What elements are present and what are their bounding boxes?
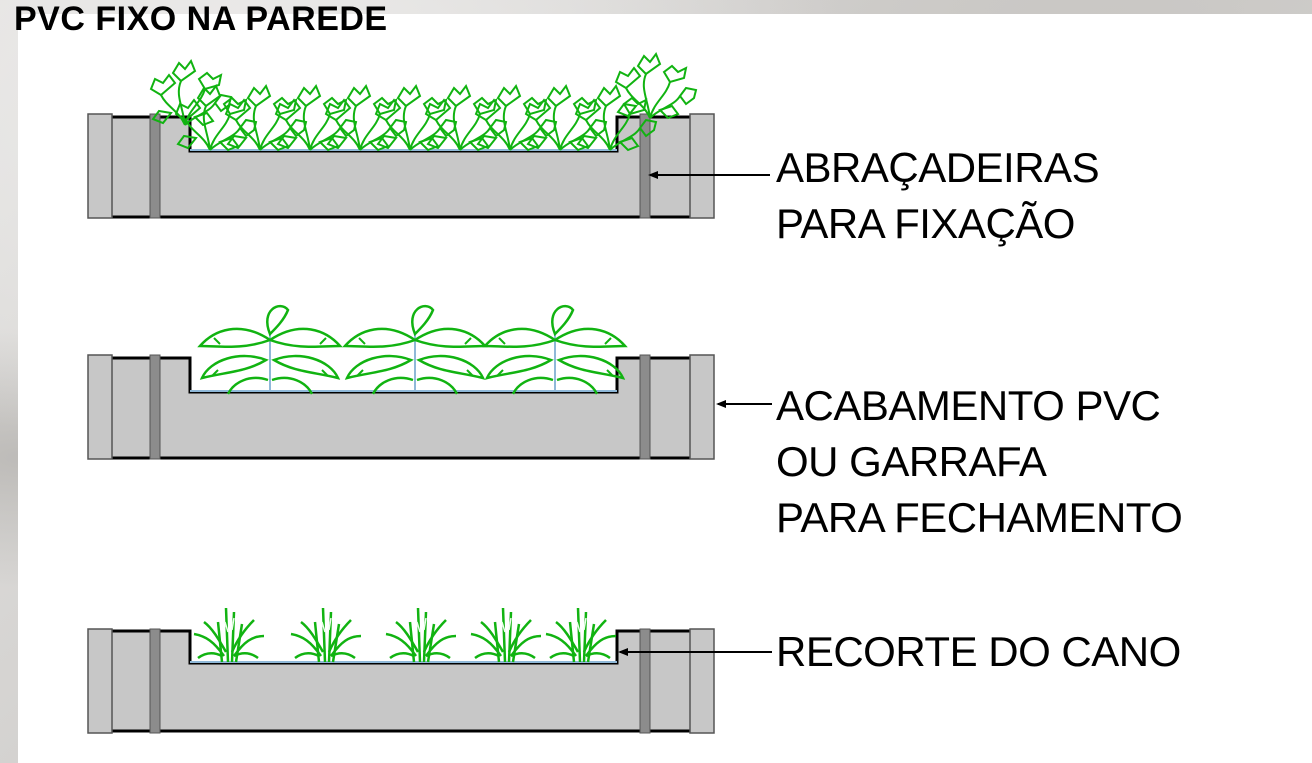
grass-plants [192,606,618,664]
clamp-right [639,628,651,734]
leader-lines [618,171,772,656]
end-cap-left [87,628,113,734]
clamp-right [639,354,651,460]
leader-acabamento [716,400,772,408]
label-abracadeiras: ABRAÇADEIRAS PARA FIXAÇÃO [776,140,1100,252]
broad-leaf-plants [198,304,627,396]
leader-recorte [618,648,772,656]
clamp-right [639,113,651,219]
pipe-body [108,629,694,733]
label-line: ACABAMENTO PVC [776,382,1161,429]
label-line: RECORTE DO CANO [776,628,1181,675]
label-recorte: RECORTE DO CANO [776,624,1181,680]
label-line: ABRAÇADEIRAS [776,144,1100,191]
label-line: PARA FIXAÇÃO [776,200,1075,247]
label-acabamento: ACABAMENTO PVC OU GARRAFA PARA FECHAMENT… [776,378,1183,546]
page-title: PVC FIXO NA PAREDE [14,0,388,38]
pipe-3 [87,606,715,734]
end-cap-left [87,354,113,460]
clamp-left [149,354,161,460]
end-cap-right [689,354,715,460]
end-cap-left [87,113,113,219]
bushy-plants [150,53,697,151]
pipe-body [108,356,694,460]
pipe-body [108,115,694,219]
pipe-1 [87,53,715,219]
leader-abracadeiras [648,171,770,179]
pipe-2 [87,304,715,460]
end-cap-right [689,628,715,734]
end-cap-right [689,113,715,219]
label-line: OU GARRAFA [776,438,1047,485]
clamp-left [149,628,161,734]
clamp-left [149,113,161,219]
label-line: PARA FECHAMENTO [776,494,1183,541]
